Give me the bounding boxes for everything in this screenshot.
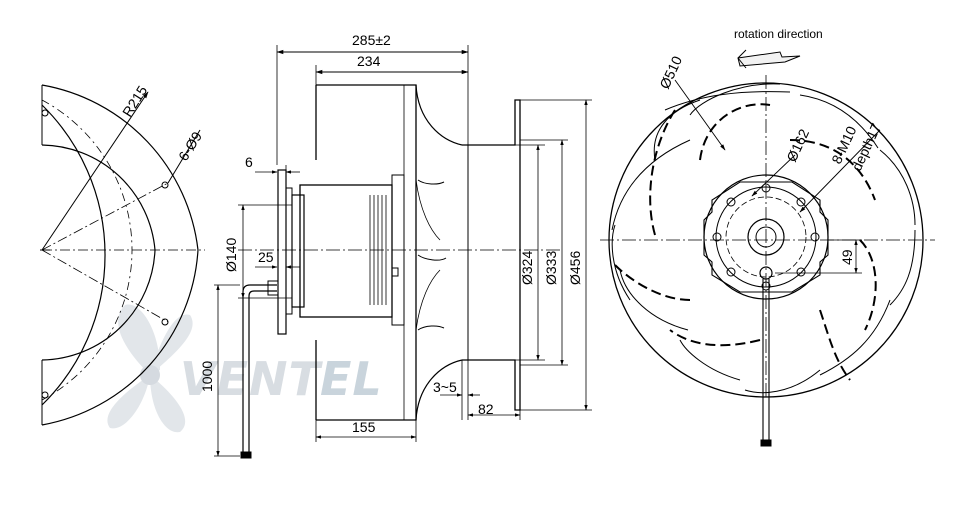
dim-diameter-456: Ø456 [567,251,583,285]
mount-hole-icon [726,267,736,277]
dim-radius: R215 [119,83,150,120]
watermark: VENT EL [107,304,383,433]
dim-cable-length: 1000 [199,361,215,392]
mount-hole-icon [761,281,771,291]
watermark-fan-icon [107,304,193,433]
dim-diameter-333: Ø333 [543,251,559,285]
dim-hub-diameter-162: Ø162 [783,126,812,164]
front-view [600,49,935,447]
dim-rim: 82 [478,401,494,417]
dim-inlet-length: 234 [357,53,381,69]
holes-leader [167,129,201,184]
dim-offset: 25 [258,249,274,265]
shaft-circle [747,218,785,256]
dim-diameter-324: Ø324 [519,251,535,285]
mount-hole-icon [796,197,806,207]
dim-gap: 3~5 [433,379,457,395]
dim-overall-length: 285±2 [352,32,391,48]
dim-base-width: 155 [352,419,376,435]
hub-diameter-leader [751,154,796,197]
radius-leader [41,91,149,251]
flange-hole-icon [161,181,169,189]
mount-hole-icon [810,232,820,242]
watermark-text-1: VENT [180,352,324,406]
dim-cable-offset: 49 [839,249,855,265]
flange-hole-icon [41,391,49,399]
watermark-text-2: EL [320,352,383,406]
mounting-flange [277,169,287,335]
dim-hub-diameter: Ø140 [223,238,239,272]
flange-hole-icon [41,109,49,117]
rotation-arrow-icon [737,51,801,67]
rotation-direction-label: rotation direction [734,27,823,41]
flange-outer-arc [41,104,106,406]
dim-holes: 6-Ø9 [175,129,205,164]
mount-hole-icon [726,197,736,207]
side-view [214,45,592,459]
flange-hole-icon [161,318,169,326]
mount-hole-icon [796,267,806,277]
mount-hole-icon [761,183,771,193]
outer-diameter-leader [674,79,726,151]
mount-hole-icon [712,232,722,242]
thread-leader [799,129,881,213]
dim-flange-thickness: 6 [245,154,253,170]
left-flange-view [40,84,205,426]
dim-outer-diameter: Ø510 [656,53,685,91]
